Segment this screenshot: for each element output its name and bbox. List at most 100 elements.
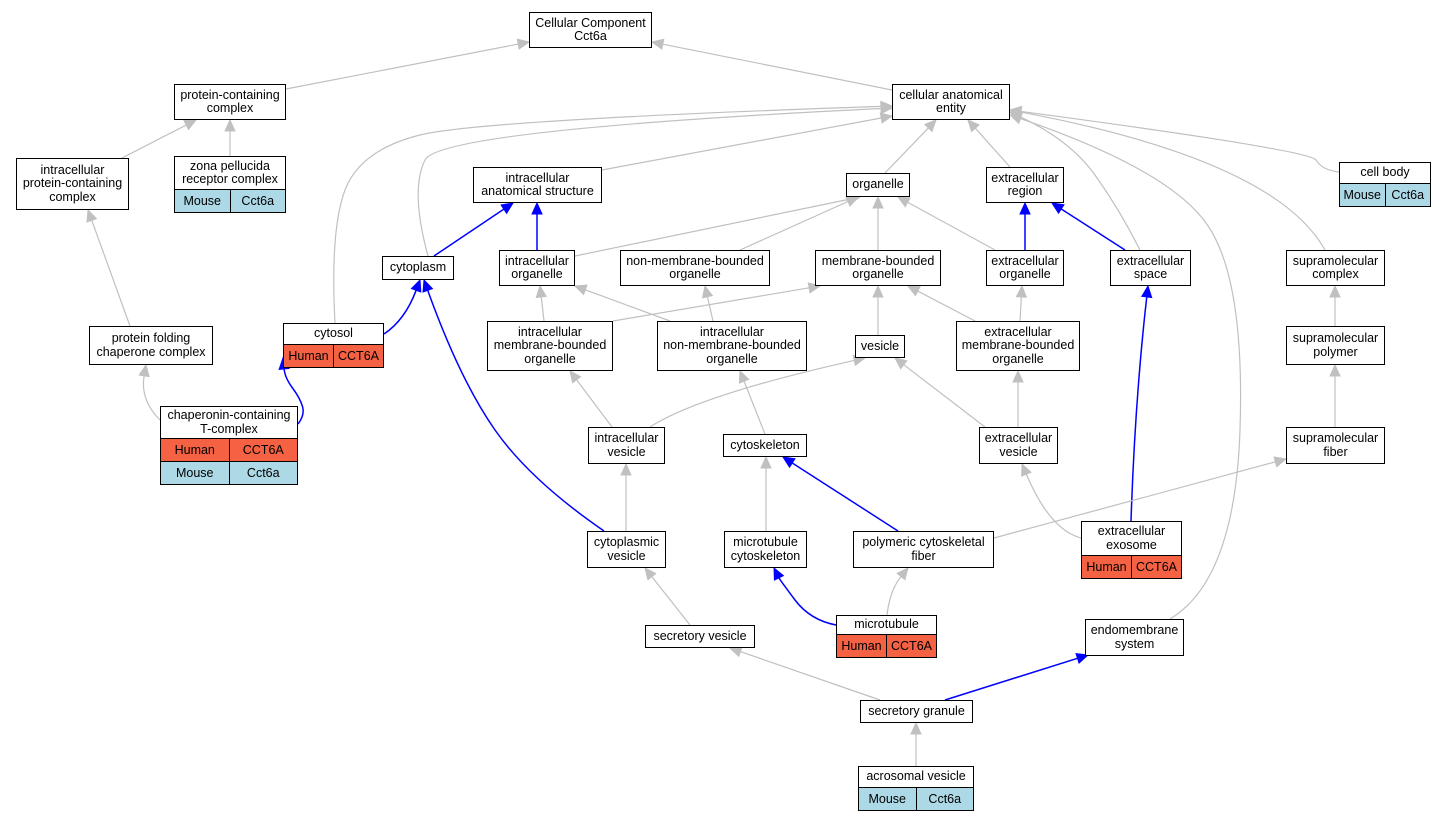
arrow-head-icon [531,201,543,215]
go-term-node-ecv[interactable]: extracellular vesicle [979,427,1058,464]
edge-line [739,200,849,251]
go-term-node-nmbo[interactable]: non-membrane-bounded organelle [620,250,770,286]
edge-io-to-ias [531,201,543,250]
go-term-node-ias[interactable]: intracellular anatomical structure [473,167,602,203]
edge-eco-to-ecr [1019,201,1031,250]
go-term-node-cae[interactable]: cellular anatomical entity [892,84,1010,120]
gene-cell: Cct6a [915,788,974,810]
arrow-head-icon [1329,284,1341,298]
go-term-node-pcc[interactable]: protein-containing complex [174,84,286,120]
edge-io-to-organelle [574,193,862,257]
edge-exo-to-ecv [1021,462,1082,539]
edge-line [433,208,505,257]
arrow-head-icon [410,278,422,293]
edge-line [1025,473,1082,539]
go-term-node-smf[interactable]: supramolecular fiber [1286,427,1385,464]
go-term-label: intracellular membrane-bounded organelle [493,324,607,366]
arrow-head-icon [1329,363,1341,377]
edge-cv-to-iv [620,462,632,531]
edge-line [612,287,810,322]
edge-cytosol-to-cae [333,100,894,324]
go-term-node-smp[interactable]: supramolecular polymer [1286,326,1385,365]
edge-line [662,43,893,91]
edge-mbo-to-organelle [872,195,884,250]
arrow-head-icon [923,119,937,133]
go-term-node-sv[interactable]: secretory vesicle [645,625,755,648]
edge-cytoplasm-to-ias [433,202,515,257]
go-term-label: intracellular vesicle [594,431,659,459]
go-term-node-root[interactable]: Cellular Component Cct6a [529,12,652,48]
edge-mt-to-mtc [773,566,837,626]
go-term-node-vesicle[interactable]: vesicle [855,335,905,358]
go-term-label: extracellular vesicle [984,431,1053,459]
edge-line [1020,111,1326,251]
gene-cell: CCT6A [1131,556,1181,578]
go-term-node-ecr[interactable]: extracellular region [986,167,1064,203]
edge-line [427,290,605,532]
go-term-node-ipcc[interactable]: intracellular protein-containing complex [16,158,129,210]
species-cell: Mouse [175,466,214,480]
go-term-node-pfcc[interactable]: protein folding chaperone complex [89,326,213,365]
edge-eco-to-organelle [896,196,996,251]
go-term-label: intracellular non-membrane-bounded organ… [663,324,801,366]
edge-line [1019,296,1022,322]
go-term-label: secretory granule [868,703,965,718]
edge-ecmbo-to-eco [1015,284,1028,322]
edge-line [907,201,996,251]
arrow-head-icon [516,38,531,50]
edge-line [903,364,986,428]
edge-line [142,375,161,421]
go-term-node-ecmbo[interactable]: extracellular membrane-bounded organelle [956,321,1080,371]
species-cell: Human [1086,560,1127,574]
species-cell: Mouse [183,194,222,208]
go-term-node-imbo[interactable]: intracellular membrane-bounded organelle [487,321,613,371]
edge-cct-to-pfcc [138,363,161,421]
go-term-node-sg[interactable]: secretory granule [860,700,973,723]
gene-cell: CCT6A [228,439,298,461]
arrow-head-icon [183,119,198,131]
go-term-node-ems[interactable]: endomembrane system [1085,619,1184,656]
edge-zp-to-pcc [224,118,236,156]
go-term-node-iv[interactable]: intracellular vesicle [588,427,665,464]
go-term-node-io[interactable]: intracellular organelle [499,250,575,286]
go-term-label: protein folding chaperone complex [96,331,206,359]
edge-line [576,379,613,428]
go-term-node-pcf[interactable]: polymeric cytoskeletal fiber [853,531,994,568]
go-term-label: secretory vesicle [653,628,747,643]
go-term-label: supramolecular complex [1292,253,1379,281]
arrow-head-icon [894,357,908,370]
edge-sg-to-ems [944,652,1090,701]
go-term-node-cv[interactable]: cytoplasmic vesicle [587,531,666,568]
arrow-head-icon [1019,201,1031,215]
edge-ecr-to-cae [967,119,1011,168]
go-term-node-organelle[interactable]: organelle [846,173,910,197]
go-term-node-inmbo[interactable]: intracellular non-membrane-bounded organ… [657,321,807,371]
go-term-node-ecs[interactable]: extracellular space [1110,250,1191,286]
go-term-label: intracellular anatomical structure [481,170,594,198]
go-term-node-smc[interactable]: supramolecular complex [1286,250,1385,286]
edge-cv-to-cytoplasm [422,278,605,532]
go-term-node-mtc[interactable]: microtubule cytoskeleton [724,531,807,568]
arrow-head-icon [781,456,796,469]
go-term-node-cytoplasm[interactable]: cytoplasm [382,256,454,280]
edge-pcf-to-cytoskel [781,456,899,532]
go-term-node-cytoskel[interactable]: cytoskeleton [723,434,807,457]
go-term-node-eco[interactable]: extracellular organelle [986,250,1064,286]
arrow-head-icon [1273,456,1288,468]
edge-pcf-to-smf [993,456,1288,539]
go-term-label: supramolecular polymer [1292,331,1379,359]
go-term-node-mbo[interactable]: membrane-bounded organelle [815,250,941,286]
go-term-label: organelle [852,177,904,192]
edge-exo-to-ecs [1130,284,1153,522]
go-term-label: chaperonin-containing T-complex [167,408,291,436]
arrow-head-icon [1050,202,1065,215]
